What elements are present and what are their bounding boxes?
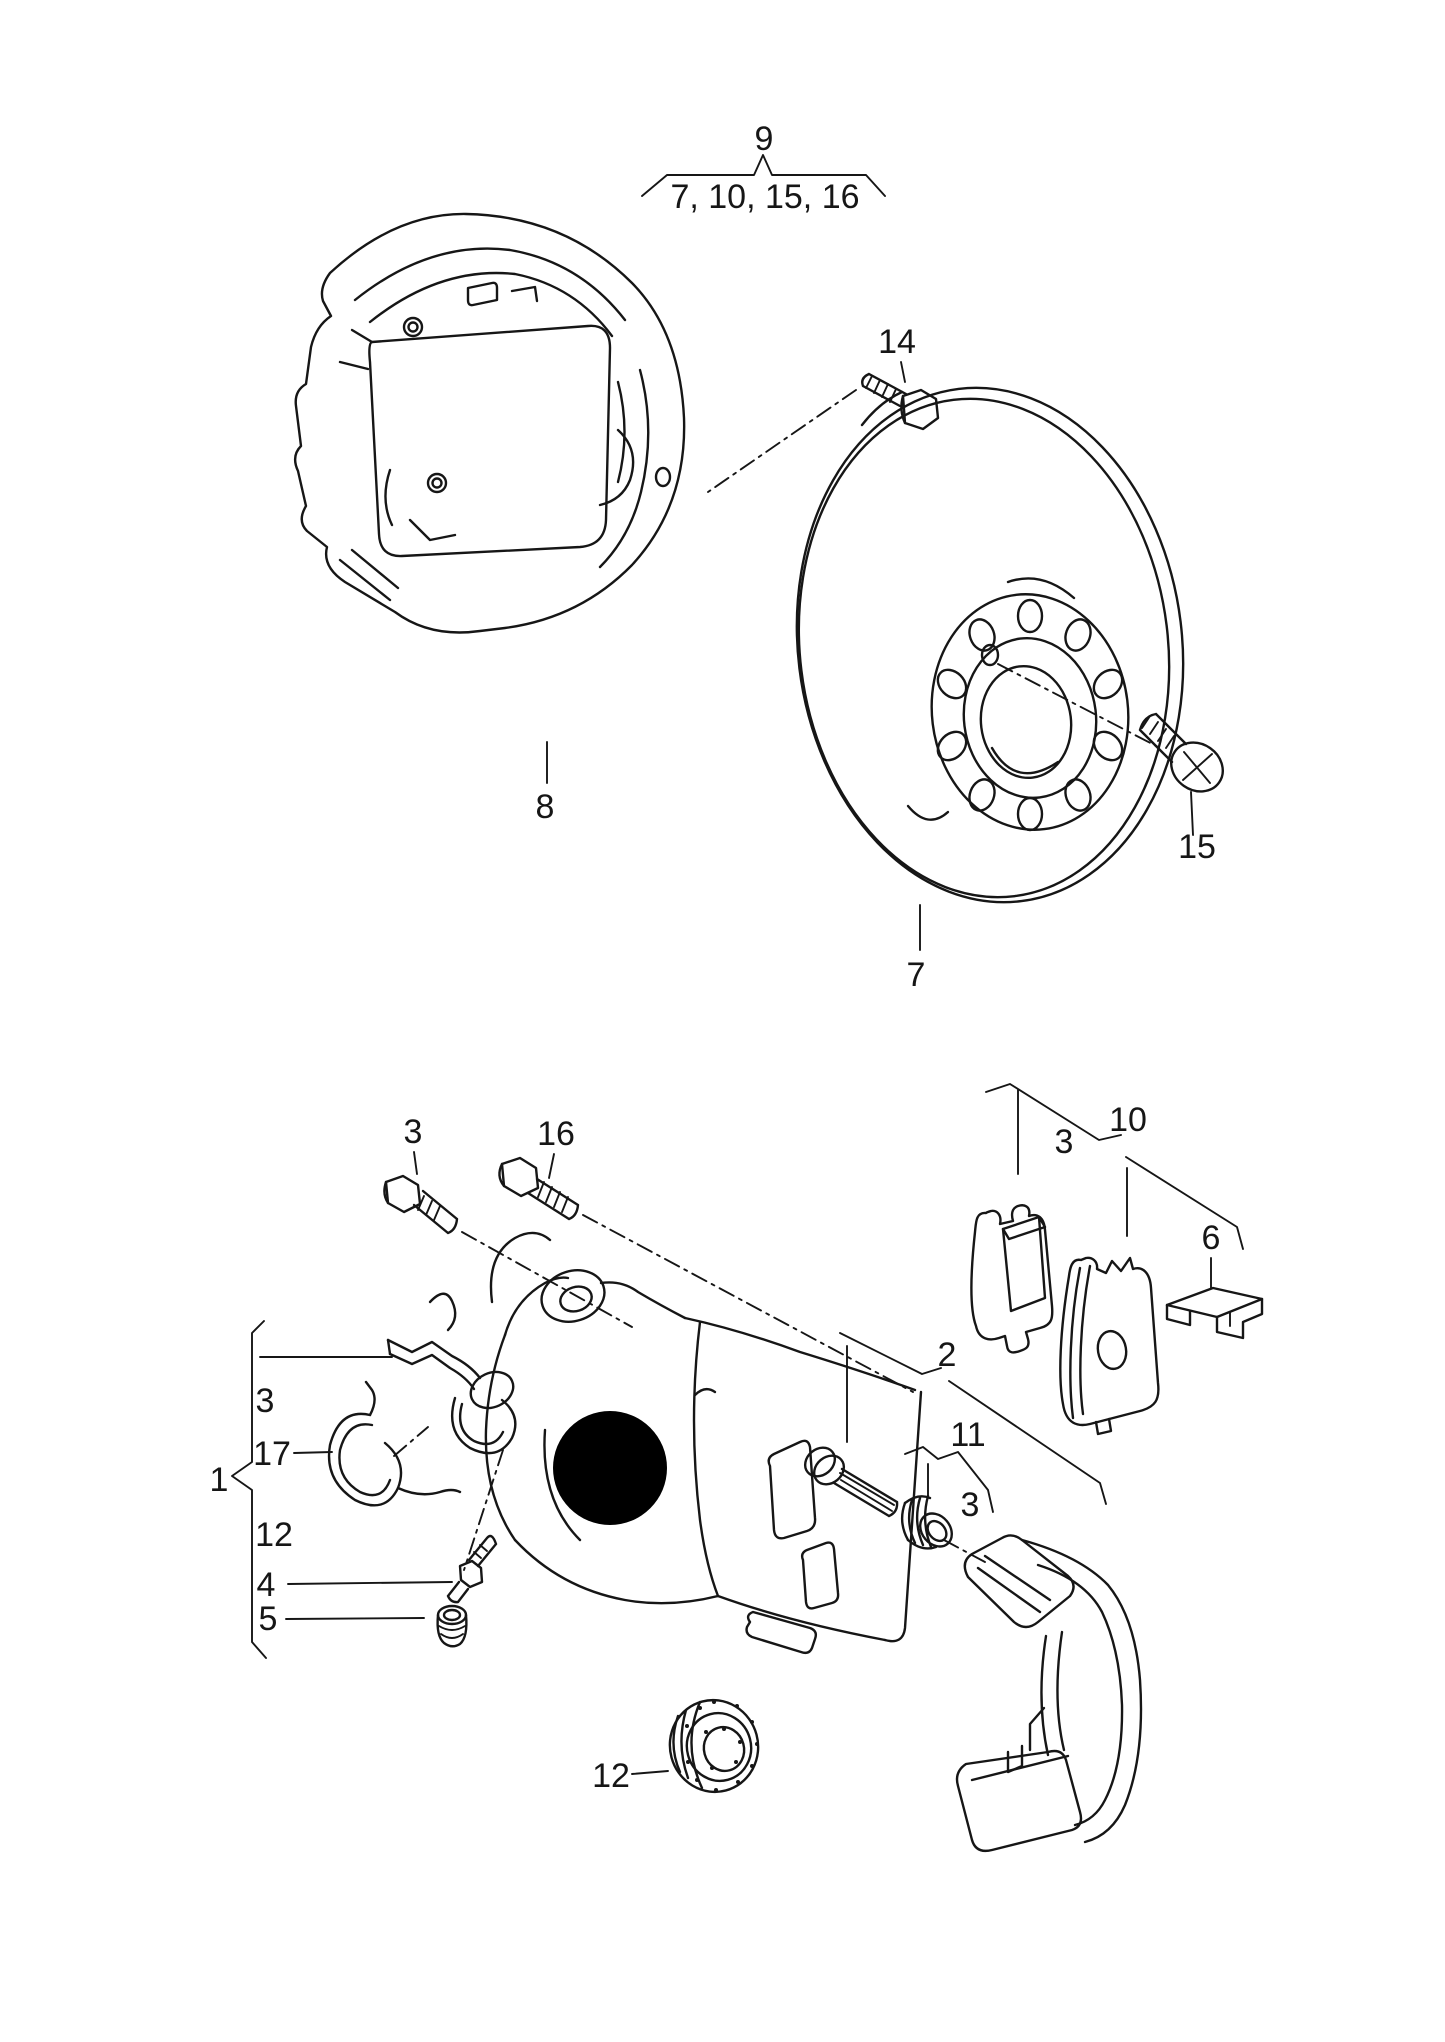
pad-clip-drawing: 6 (1165, 1219, 1264, 1340)
group-callout-9: 9 7, 10, 15, 16 (641, 120, 886, 216)
carrier-callout-bracket: 2 (839, 1332, 1107, 1505)
redaction-dot (553, 1411, 667, 1525)
spring-17-drawing (327, 1380, 462, 1507)
bolt-16-drawing: 16 (498, 1115, 914, 1393)
callout-asm12-label: 12 (255, 1516, 293, 1554)
bleeder-cap-drawing (436, 1604, 468, 1648)
splash-plate-drawing: 8 (293, 212, 686, 826)
callout-pads3-label: 3 (1055, 1123, 1074, 1161)
callout-17-label: 17 (253, 1435, 291, 1473)
bolt-3-drawing: 3 (383, 1113, 633, 1328)
brake-pad-outer-drawing (1059, 1256, 1160, 1436)
seal-12-drawing: 12 (592, 1698, 760, 1795)
callout-16-label: 16 (537, 1115, 575, 1153)
callout-6-label: 6 (1202, 1219, 1221, 1257)
callout-7-label: 7 (907, 956, 926, 994)
bleeder-screw-drawing (446, 1449, 504, 1604)
pads-callout-bracket: 3 10 (985, 1083, 1244, 1250)
callout-1-label: 1 (210, 1461, 229, 1499)
callout-15-label: 15 (1178, 828, 1216, 866)
callout-4-label: 4 (257, 1566, 276, 1604)
callout-bolt3-label: 3 (404, 1113, 423, 1151)
guide-pin-drawing (803, 1345, 899, 1518)
callout-bush3-label: 3 (961, 1486, 980, 1524)
brake-disc-drawing: 7 (795, 386, 1185, 994)
caliper-drawing (386, 1231, 923, 1655)
callout-2-label: 2 (938, 1336, 957, 1374)
callout-10-label: 10 (1109, 1101, 1147, 1139)
callout-9-items-label: 7, 10, 15, 16 (670, 178, 859, 216)
callout-9-label: 9 (755, 120, 774, 158)
screw-15-drawing: 15 (1138, 712, 1224, 866)
callout-seal12-label: 12 (592, 1757, 630, 1795)
callout-11-label: 11 (950, 1416, 985, 1454)
bushing-callout-bracket: 11 3 (904, 1416, 994, 1524)
guide-bushing-drawing (900, 1463, 986, 1563)
carrier-bracket-drawing (955, 1534, 1143, 1853)
assembly-bracket-1: 1 3 17 12 4 5 (210, 1320, 453, 1659)
callout-5-label: 5 (259, 1600, 278, 1638)
callout-14-label: 14 (878, 323, 916, 361)
callout-asm3-label: 3 (256, 1382, 275, 1420)
callout-8-label: 8 (536, 788, 555, 826)
brake-pad-inner-drawing (970, 1204, 1054, 1354)
